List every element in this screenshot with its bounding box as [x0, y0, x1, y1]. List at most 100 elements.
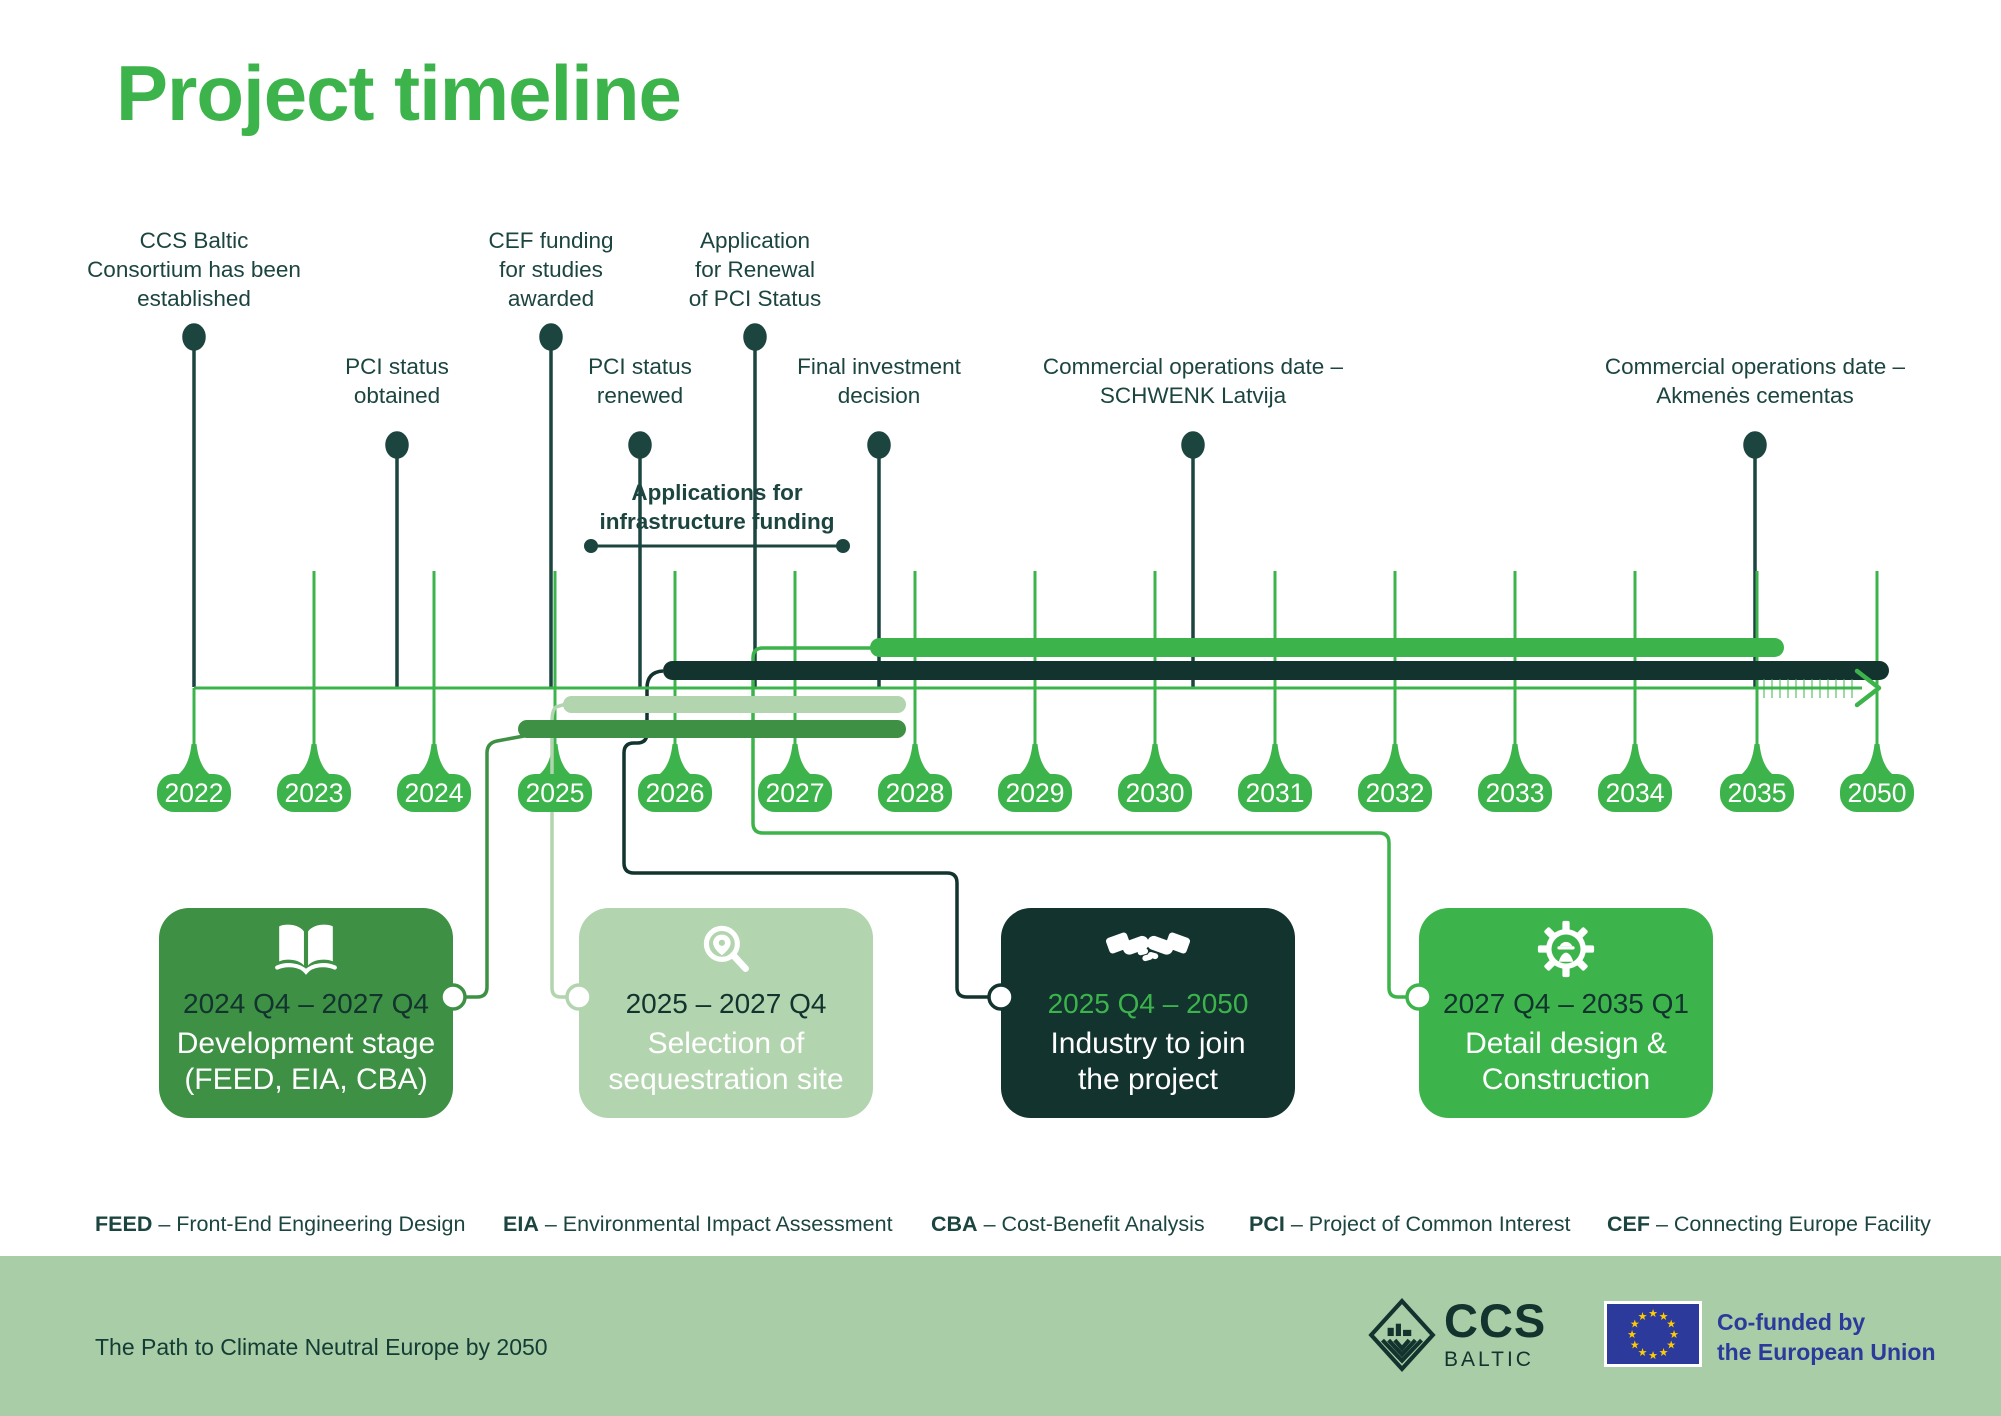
card-date: 2025 Q4 – 2050: [1047, 988, 1249, 1019]
milestone-pci-renewed: [628, 431, 652, 687]
legend-desc: – Project of Common Interest: [1284, 1212, 1571, 1236]
year-pill-label: 2031: [1245, 777, 1305, 808]
connector-development: [466, 734, 525, 999]
year-pill: 2032: [1358, 774, 1432, 812]
ccs-baltic-logo-text: CCS BALTIC: [1444, 1297, 1546, 1370]
year-pill-label: 2026: [645, 777, 705, 808]
legend-abbr: FEED: [95, 1212, 153, 1236]
year-pill: 2050: [1840, 774, 1914, 812]
eu-flag-icon: ★★★★★★★★★★★★: [1604, 1301, 1702, 1367]
legend-abbr: EIA: [503, 1212, 539, 1236]
year-pill: 2026: [638, 774, 712, 812]
legend-abbr: CEF: [1607, 1212, 1650, 1236]
year-pill-label: 2030: [1125, 777, 1185, 808]
legend-desc: – Cost-Benefit Analysis: [977, 1212, 1205, 1236]
card-industry-join: 2025 Q4 – 2050 Industry to join the proj…: [1001, 908, 1295, 1118]
card-development-stage: 2024 Q4 – 2027 Q4 Development stage (FEE…: [159, 908, 453, 1118]
handshake-icon: [1106, 932, 1190, 962]
svg-text:★: ★: [1648, 1350, 1658, 1362]
year-pill-label: 2027: [765, 777, 825, 808]
milestone-label-pci-obtained: PCI status obtained: [345, 354, 449, 408]
legend-pci: PCI – Project of Common Interest: [1249, 1212, 1570, 1237]
legend-abbr: PCI: [1249, 1212, 1285, 1236]
year-pill: 2034: [1598, 774, 1672, 812]
year-pill-label: 2050: [1847, 777, 1907, 808]
construction-gear-icon: [1537, 920, 1595, 978]
svg-text:★: ★: [1659, 1347, 1669, 1359]
legend-desc: – Environmental Impact Assessment: [538, 1212, 893, 1236]
page-title: Project timeline: [116, 49, 682, 137]
card-site-selection: 2025 – 2027 Q4 Selection of sequestratio…: [579, 908, 873, 1118]
svg-text:★: ★: [1666, 1319, 1676, 1331]
legend-eia: EIA – Environmental Impact Assessment: [503, 1212, 893, 1237]
svg-text:★: ★: [1666, 1340, 1676, 1352]
footer-tagline: The Path to Climate Neutral Europe by 20…: [95, 1334, 548, 1360]
svg-text:★: ★: [1648, 1308, 1658, 1320]
svg-text:★: ★: [1638, 1311, 1648, 1323]
year-pill-label: 2029: [1005, 777, 1065, 808]
milestone-pci-renewal-application: [743, 323, 767, 687]
connector-selection: [550, 702, 567, 999]
logo-line2: BALTIC: [1444, 1348, 1534, 1371]
funding-bracket-label: Applications for infrastructure funding: [599, 480, 835, 534]
svg-text:★: ★: [1627, 1329, 1637, 1341]
year-pill-label: 2025: [525, 777, 585, 808]
milestone-label-final-investment-decision: Final investment decision: [797, 354, 961, 408]
funding-bracket-line: [584, 539, 850, 553]
year-pill: 2023: [277, 774, 351, 812]
milestone-label-cod-akmenes: Commercial operations date – Akmenės cem…: [1604, 354, 1906, 408]
year-pill-label: 2022: [164, 777, 224, 808]
legend-abbr: CBA: [931, 1212, 978, 1236]
year-pill: 2030: [1118, 774, 1192, 812]
connector-detail-design: [751, 646, 1407, 999]
milestone-pci-obtained: [385, 431, 409, 687]
card-detail-design: 2027 Q4 – 2035 Q1 Detail design & Constr…: [1419, 908, 1713, 1118]
legend-cba: CBA – Cost-Benefit Analysis: [931, 1212, 1205, 1237]
svg-text:★: ★: [1638, 1347, 1648, 1359]
svg-text:★: ★: [1630, 1340, 1640, 1352]
svg-text:★: ★: [1630, 1319, 1640, 1331]
year-pill: 2029: [998, 774, 1072, 812]
year-pill: 2027: [758, 774, 832, 812]
axis-arrow-icon: [1854, 668, 1882, 708]
milestone-label-cod-schwenk: Commercial operations date – SCHWENK Lat…: [1042, 354, 1344, 408]
legend-desc: – Front-End Engineering Design: [152, 1212, 466, 1236]
card-date: 2025 – 2027 Q4: [625, 988, 827, 1019]
year-pill-label: 2032: [1365, 777, 1425, 808]
milestone-label-ccs-consortium: CCS Baltic Consortium has been establish…: [87, 228, 301, 311]
card-date: 2027 Q4 – 2035 Q1: [1443, 988, 1689, 1019]
legend-feed: FEED – Front-End Engineering Design: [95, 1212, 465, 1237]
year-pill: 2028: [878, 774, 952, 812]
milestone-ccs-consortium: [182, 323, 206, 687]
year-pill: 2022: [157, 774, 231, 812]
ccs-baltic-logo-icon: [1368, 1298, 1436, 1372]
milestone-cef-funding: [539, 323, 563, 687]
milestone-label-pci-renewed: PCI status renewed: [588, 354, 692, 408]
bar-development-stage: [518, 720, 906, 738]
milestone-label-pci-renewal-application: Application for Renewal of PCI Status: [688, 228, 822, 311]
year-pill: 2025: [518, 774, 592, 812]
year-pill-label: 2024: [404, 777, 464, 808]
bar-industry-join: [663, 661, 1889, 680]
legend-desc: – Connecting Europe Facility: [1650, 1212, 1931, 1236]
svg-text:★: ★: [1659, 1311, 1669, 1323]
year-pill: 2035: [1720, 774, 1794, 812]
eu-stars: ★★★★★★★★★★★★: [1627, 1308, 1679, 1362]
bar-site-selection: [563, 696, 906, 713]
logo-line1: CCS: [1444, 1294, 1547, 1347]
svg-text:★: ★: [1669, 1329, 1679, 1341]
search-location-icon: [703, 925, 749, 972]
card-title: Detail design & Construction: [1465, 1027, 1667, 1096]
open-book-icon: [275, 924, 337, 975]
bar-detail-design-construction: [870, 638, 1784, 657]
year-pill: 2033: [1478, 774, 1552, 812]
card-title: Industry to join the project: [1050, 1027, 1246, 1096]
milestone-label-cef-funding: CEF funding for studies awarded: [488, 228, 614, 311]
year-pill: 2031: [1238, 774, 1312, 812]
year-pill-label: 2033: [1485, 777, 1545, 808]
year-ticks-below-axis: [169, 688, 1902, 779]
eu-cofunded-label: Co-funded by the European Union: [1717, 1309, 1936, 1365]
legend-cef: CEF – Connecting Europe Facility: [1607, 1212, 1931, 1237]
